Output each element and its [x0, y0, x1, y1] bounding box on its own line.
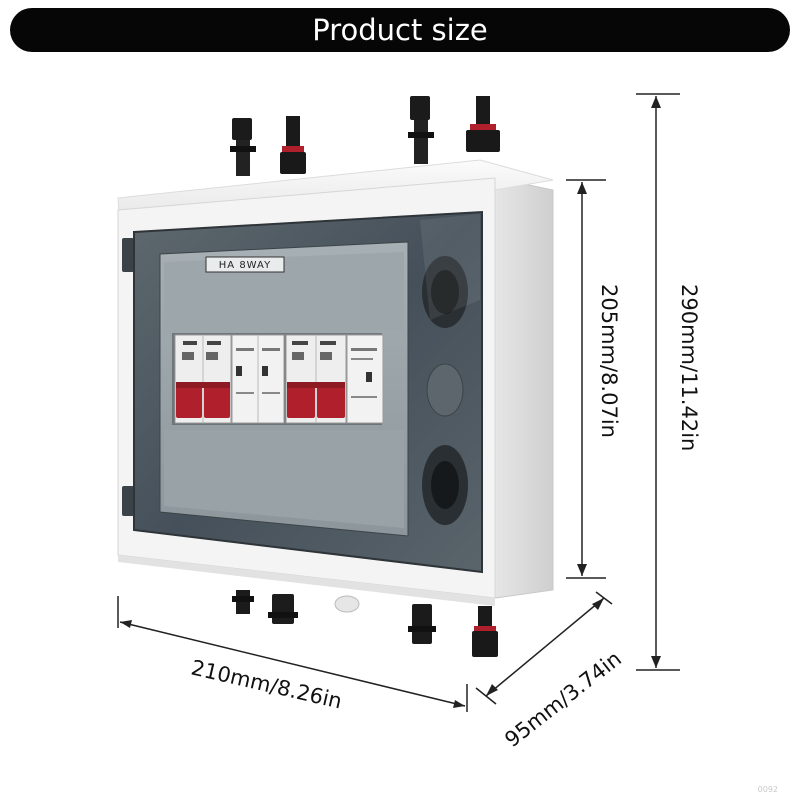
hinge-bottom — [122, 486, 134, 516]
mc4-connector-bottom-4 — [472, 606, 498, 657]
surge-protector-1 — [231, 334, 285, 424]
watermark: 0092 — [757, 785, 778, 794]
model-label-text: HA 8WAY — [219, 260, 271, 271]
mc4-connector-top-2 — [280, 116, 306, 174]
knockout-middle — [426, 363, 464, 417]
surge-protector-2 — [346, 334, 384, 424]
inner-height-dimension: 205mm/8.07in — [566, 179, 621, 579]
bottom-mc4-connectors — [232, 590, 498, 657]
page-title: Product size — [312, 13, 488, 47]
mc4-connector-bottom-3 — [408, 604, 436, 644]
vent-plug-bottom — [334, 595, 360, 613]
mc4-connector-bottom-2 — [268, 594, 298, 624]
model-label-tag — [205, 256, 285, 273]
total-height-dimension: 290mm/11.42in — [636, 93, 701, 671]
hinge-top — [122, 238, 134, 272]
title-banner: Product size — [10, 8, 790, 52]
mc4-connector-top-3 — [408, 96, 434, 164]
width-dimension-label: 210mm/8.26in — [189, 655, 344, 713]
total-height-dimension-label: 290mm/11.42in — [677, 284, 701, 451]
top-mc4-connectors — [230, 96, 500, 176]
din-rail-modules — [172, 333, 384, 425]
cable-gland-top — [422, 256, 468, 328]
depth-dimension-label: 95mm/3.74in — [500, 646, 626, 751]
inner-height-dimension-label: 205mm/8.07in — [597, 284, 621, 438]
mc4-connector-bottom-1 — [232, 590, 254, 614]
dc-circuit-breaker-1 — [174, 334, 232, 424]
cable-gland-bottom — [422, 445, 468, 525]
dc-circuit-breaker-2 — [285, 334, 347, 424]
depth-dimension: 95mm/3.74in — [475, 591, 626, 752]
mc4-connector-top-4 — [466, 96, 500, 152]
mc4-connector-top-1 — [230, 118, 256, 176]
